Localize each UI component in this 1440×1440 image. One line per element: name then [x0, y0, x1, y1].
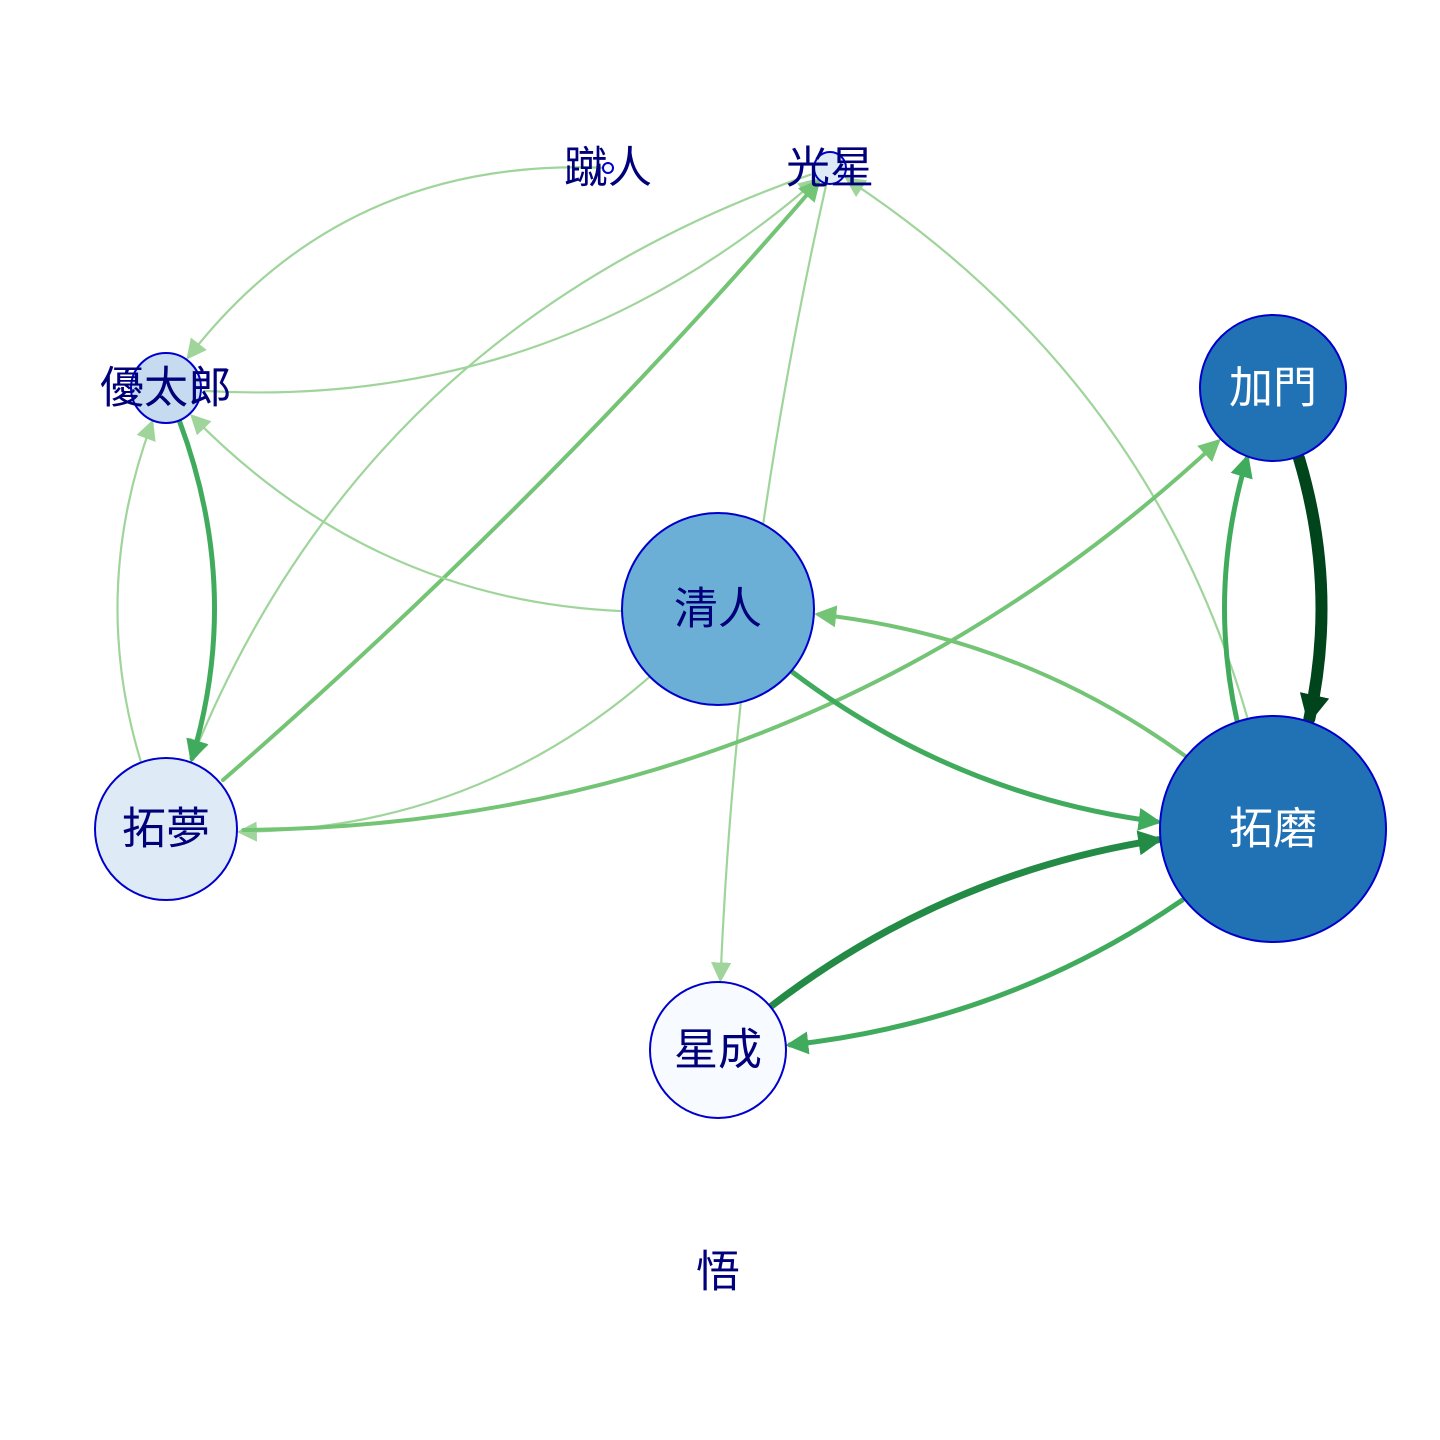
node-kiyoto-label: 清人	[674, 584, 762, 635]
edge-kiyoto-to-yutaro	[190, 413, 623, 613]
node-satoru-label: 悟	[696, 1247, 740, 1298]
node-kiyoto-circle[interactable]	[621, 512, 815, 706]
node-yutaro-circle[interactable]	[130, 352, 202, 424]
node-takuma-circle[interactable]	[1159, 715, 1387, 943]
edge-takuma-to-kosei	[844, 177, 1249, 719]
node-kiyoto[interactable]: 清人	[621, 512, 815, 706]
node-kosei-label: 光星	[786, 143, 874, 194]
node-takuma-label: 拓磨	[1229, 804, 1317, 855]
node-shuto-circle[interactable]	[602, 162, 614, 174]
node-hoshinari[interactable]: 星成	[649, 981, 787, 1119]
edge-kosei-to-takumu	[189, 173, 812, 761]
node-takumu-label: 拓夢	[122, 804, 210, 855]
edge-kado-to-takuma	[1293, 452, 1330, 725]
node-kado[interactable]: 加門	[1199, 314, 1347, 462]
node-satoru[interactable]: 悟	[696, 1247, 740, 1298]
edge-kiyoto-to-takuma	[789, 669, 1162, 831]
edge-takuma-to-kado	[1222, 454, 1253, 724]
edge-takuma-to-hoshinari	[785, 897, 1185, 1055]
edge-yutaro-to-takumu	[176, 418, 217, 763]
node-takuma[interactable]: 拓磨	[1159, 715, 1387, 943]
edge-hoshinari-to-takuma	[767, 830, 1164, 1010]
edge-takumu-to-yutaro	[116, 419, 156, 762]
node-kosei[interactable]: 光星	[786, 143, 874, 194]
node-hoshinari-label: 星成	[674, 1025, 762, 1076]
edge-takumu-to-kado	[241, 438, 1221, 833]
edges-layer	[116, 166, 1330, 1055]
node-yutaro-label: 優太郎	[100, 363, 232, 414]
edge-yutaro-to-kosei	[202, 177, 819, 394]
node-yutaro[interactable]: 優太郎	[100, 352, 232, 424]
edge-takumu-to-kosei	[221, 178, 821, 783]
edge-takuma-to-kiyoto	[814, 605, 1189, 759]
node-shuto-label: 蹴人	[564, 143, 652, 194]
node-kado-circle[interactable]	[1199, 314, 1347, 462]
node-takumu-circle[interactable]	[94, 757, 238, 901]
node-hoshinari-circle[interactable]	[649, 981, 787, 1119]
node-shuto[interactable]: 蹴人	[564, 143, 652, 194]
edge-kiyoto-to-takumu	[236, 676, 651, 842]
node-kado-label: 加門	[1229, 363, 1317, 414]
edge-shuto-to-yutaro	[186, 166, 604, 360]
node-kosei-circle[interactable]	[813, 151, 847, 185]
node-takumu[interactable]: 拓夢	[94, 757, 238, 901]
